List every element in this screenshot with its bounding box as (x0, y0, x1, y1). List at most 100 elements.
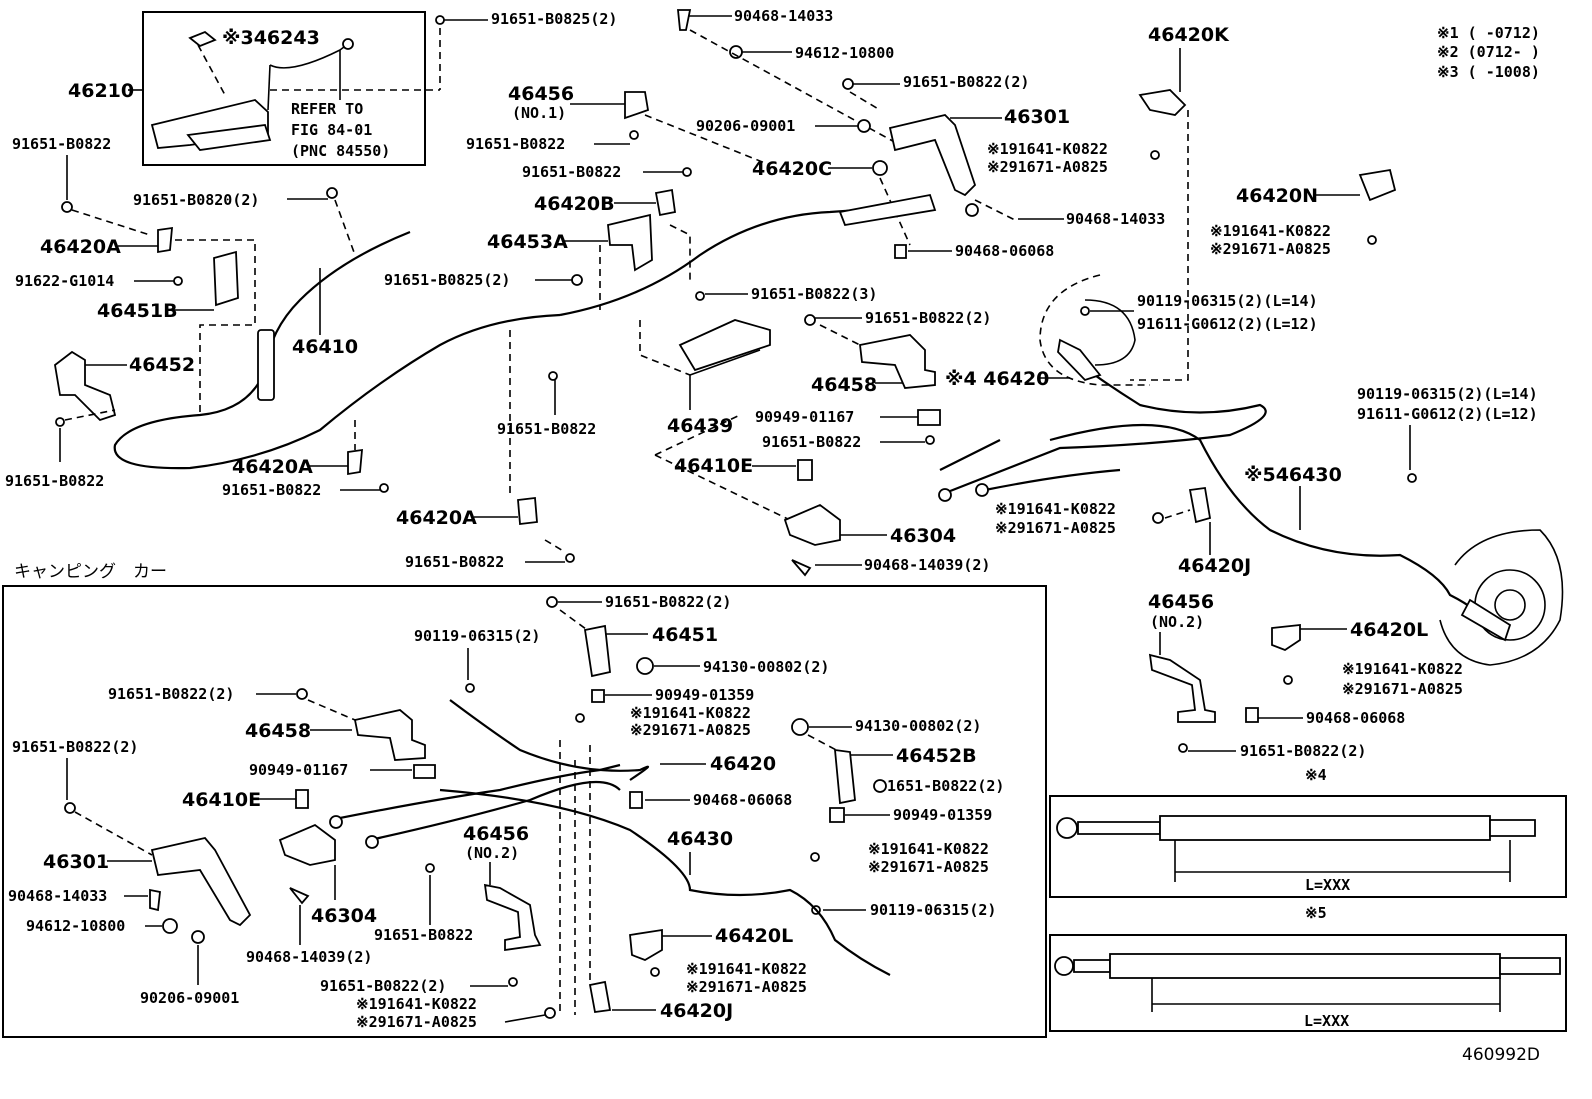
label-n-191641: ※191641-K0822 (1210, 222, 1331, 240)
bracket-c-46456-drawing (483, 883, 542, 952)
label-90119-2: 90119-06315(2)(L=14) (1357, 385, 1538, 403)
label-k1-191641: ※191641-K0822 (987, 140, 1108, 158)
label-46420j: 46420J (1178, 555, 1251, 577)
label-c-46456-no2: (NO.2) (465, 844, 519, 862)
label-91651-b0822-3: 91651-B0822(3) (751, 285, 877, 303)
label-91651-b0822-left: 91651-B0822 (12, 135, 111, 153)
label-46420l: 46420L (1350, 619, 1428, 641)
detail5-dim: L=XXX (1304, 1012, 1349, 1030)
label-90468-14033-top: 90468-14033 (734, 7, 833, 25)
bolt-icon (575, 713, 585, 723)
note-2: ※2 (0712- ) (1437, 43, 1540, 61)
label-c-90119-06315b: 90119-06315(2) (870, 901, 996, 919)
label-c-46304: 46304 (311, 905, 377, 927)
bolt-icon (465, 683, 475, 693)
label-46439: 46439 (667, 415, 733, 437)
label-46410e: 46410E (674, 455, 753, 477)
dash-46420k (1130, 110, 1189, 381)
dash-46420a-1 (175, 239, 256, 415)
label-c-90949-01167: 90949-01167 (249, 761, 348, 779)
label-j-191641: ※191641-K0822 (995, 500, 1116, 518)
label-46210: 46210 (68, 80, 134, 102)
label-c-191641b: ※191641-K0822 (868, 840, 989, 858)
leader-c-191641d (504, 1014, 546, 1023)
dash-j (1164, 509, 1191, 519)
dash-b0820 (334, 199, 356, 256)
detail5-mark: ※5 (1305, 904, 1327, 922)
label-c-91651-b0822-2d: 91651-B0822(2) (878, 777, 1004, 795)
clip-icon (791, 559, 812, 577)
label-l-191641: ※191641-K0822 (1342, 660, 1463, 678)
label-91651-b0822-f: 91651-B0822 (222, 481, 321, 499)
dash-91651-left (71, 209, 151, 236)
label-c-291671: ※291671-A0825 (630, 721, 751, 739)
label-c-46410e: 46410E (182, 789, 261, 811)
bracket-46456-no2-drawing (1148, 653, 1216, 723)
label-c-91651-b0822-2c: 91651-B0822(2) (12, 738, 138, 756)
label-c-191641d: ※191641-K0822 (356, 995, 477, 1013)
nut-icon (857, 119, 871, 133)
inset-ref-1: REFER TO (291, 100, 363, 118)
label-c-90468-14033: 90468-14033 (8, 887, 107, 905)
label-46420n: 46420N (1236, 185, 1318, 207)
bolt-icon (326, 187, 338, 199)
label-c-91651-b0822: 91651-B0822 (374, 926, 473, 944)
bracket-46451b-drawing (213, 250, 239, 307)
label-91651-b0822-e: 91651-B0822 (5, 472, 104, 490)
dash-90468-right (974, 199, 1016, 221)
label-46301: 46301 (1004, 106, 1070, 128)
dash-91651-top (849, 91, 881, 111)
detail4-box (1049, 795, 1567, 898)
bolt-icon (61, 201, 73, 213)
dash-91651-g (544, 539, 566, 553)
label-46456-no2-sub: (NO.2) (1150, 613, 1204, 631)
label-90468-14039: 90468-14039(2) (864, 556, 990, 574)
label-46458: 46458 (811, 374, 877, 396)
bracket-46452-drawing (54, 350, 117, 422)
clip-icon (894, 244, 907, 259)
bracket-46458-drawing (859, 334, 936, 389)
label-91651-b0822-2d: 91651-B0822(2) (1240, 742, 1366, 760)
label-x5-46430: ※546430 (1244, 464, 1342, 486)
bolt-icon (695, 291, 705, 301)
label-c-46301: 46301 (43, 851, 109, 873)
camping-car-box (2, 585, 1047, 1038)
bracket-46439-drawing (678, 319, 771, 376)
label-c-46456: 46456 (463, 823, 529, 845)
detail4-cable-drawing (1056, 815, 1536, 882)
inset-ref-2: FIG 84-01 (291, 121, 372, 139)
label-46456-no2: 46456 (1148, 591, 1214, 613)
dash-46410e-2 (654, 454, 791, 521)
bracket-c-46458-drawing (353, 709, 426, 761)
label-91622-g1014: 91622-G1014 (15, 272, 114, 290)
detail5-box (1049, 934, 1567, 1032)
label-46410: 46410 (292, 336, 358, 358)
label-c-94130-2: 94130-00802(2) (855, 717, 981, 735)
label-c-90119-06315: 90119-06315(2) (414, 627, 540, 645)
bolt-icon (810, 852, 820, 862)
label-46420a-1: 46420A (40, 236, 121, 258)
dash-top-clip (689, 29, 901, 146)
grommet-c-46410e-drawing (295, 789, 309, 809)
label-46420a-3: 46420A (396, 507, 477, 529)
plate-icon (413, 764, 436, 779)
bolt-icon (682, 167, 692, 177)
footer-code: 460992D (1462, 1045, 1540, 1065)
label-c-46452b: 46452B (896, 745, 977, 767)
backing-plate-left (1039, 274, 1150, 386)
bolt-icon (508, 977, 518, 987)
dash-c-91651-2c (74, 811, 153, 856)
bolt-icon (1283, 675, 1293, 685)
grommet-icon (872, 160, 888, 176)
label-c-291671c: ※291671-A0825 (686, 978, 807, 996)
label-91651-b0822-2-top: 91651-B0822(2) (903, 73, 1029, 91)
label-90468-06068b: 90468-06068 (1306, 709, 1405, 727)
bracket-46456-drawing (624, 91, 650, 120)
bolt-icon (1152, 512, 1164, 524)
label-46420b: 46420B (534, 193, 615, 215)
clamp-46420l-drawing (1271, 623, 1301, 652)
nut-icon (191, 930, 205, 944)
clip-icon (677, 9, 692, 31)
bolt-icon (55, 417, 65, 427)
